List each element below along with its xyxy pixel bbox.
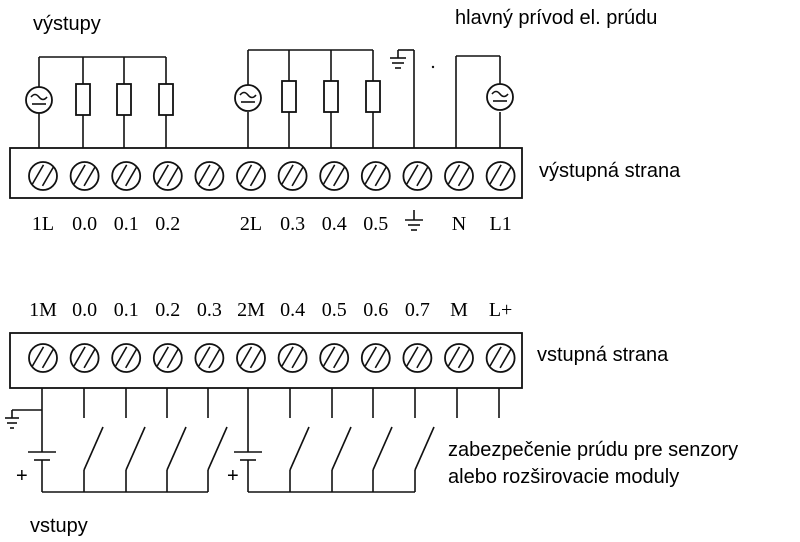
screw-terminal-icon (69, 343, 100, 373)
output-terminal-label: 0.2 (155, 213, 180, 235)
output-screw-row (28, 161, 516, 191)
load-resistor-icon (281, 80, 297, 113)
load-resistor-icon (75, 83, 91, 116)
screw-terminal-icon (277, 343, 308, 373)
screw-terminal-icon (444, 161, 474, 191)
output-terminal-label: 1L (32, 213, 54, 235)
screw-terminal-icon (319, 343, 350, 373)
input-terminal-label: 0.7 (405, 299, 430, 321)
ground-icon (390, 50, 406, 69)
screw-terminal-icon (194, 161, 225, 191)
battery-plus-sign: + (16, 465, 28, 487)
input-terminal-label: 2M (237, 299, 265, 321)
input-terminal-label: 0.2 (155, 299, 180, 321)
input-terminal-label: 0.5 (322, 299, 347, 321)
load-resistor-icon (158, 83, 174, 116)
load-resistor-icon (323, 80, 339, 113)
output-terminal-label: L1 (489, 213, 511, 235)
screw-terminal-icon (236, 343, 266, 373)
screw-terminal-icon (69, 161, 100, 191)
screw-terminal-icon (360, 161, 391, 191)
load-resistor-icon (116, 83, 132, 116)
input-terminal-label: 1M (29, 299, 57, 321)
screw-terminal-icon (194, 343, 225, 373)
input-side-label: vstupná strana (537, 344, 669, 366)
sensor-note-line2: alebo rozširovacie moduly (448, 466, 679, 488)
screw-terminal-icon (236, 161, 266, 191)
input-terminal-labels: 1M 0.0 0.1 0.2 0.3 2M 0.4 0.5 0.6 0.7 M L+ (29, 299, 512, 321)
output-terminal-label: 0.5 (363, 213, 388, 235)
screw-terminal-icon (485, 343, 516, 373)
screw-terminal-icon (402, 343, 433, 373)
output-terminal-label: 0.3 (280, 213, 305, 235)
input-terminal-label: 0.0 (72, 299, 97, 321)
input-screw-row (28, 343, 516, 373)
battery-plus-sign: + (227, 465, 239, 487)
ground-icon (405, 210, 423, 231)
ac-source-icon (234, 84, 262, 112)
screw-terminal-icon (319, 161, 350, 191)
output-side-label: výstupná strana (539, 160, 681, 182)
inputs-heading: vstupy (30, 515, 88, 537)
output-terminal-label: 2L (240, 213, 262, 235)
input-terminal-strip (9, 332, 523, 389)
output-terminal-label: 0.4 (322, 213, 347, 235)
main-power-heading: hlavný prívod el. prúdu (455, 7, 657, 29)
input-terminal-label: L+ (489, 299, 513, 321)
output-terminal-label: N (452, 213, 466, 235)
screw-terminal-icon (111, 161, 142, 191)
screw-terminal-icon (28, 343, 58, 373)
screw-terminal-icon (277, 161, 308, 191)
screw-terminal-icon (28, 161, 58, 191)
screw-terminal-icon (485, 161, 516, 191)
sensor-note-line1: zabezpečenie prúdu pre senzory (448, 439, 738, 461)
screw-terminal-icon (111, 343, 142, 373)
input-terminal-label: 0.1 (114, 299, 139, 321)
output-wiring (38, 49, 501, 148)
input-terminal-label: 0.4 (280, 299, 305, 321)
ac-source-icon (25, 86, 53, 114)
input-wiring (5, 388, 500, 493)
output-terminal-label: 0.1 (114, 213, 139, 235)
screw-terminal-icon (402, 161, 433, 191)
input-terminal-label: M (450, 299, 468, 321)
load-resistor-icon (365, 80, 381, 113)
outputs-heading: výstupy (33, 13, 101, 35)
screw-terminal-icon (444, 343, 474, 373)
input-terminal-label: 0.6 (363, 299, 388, 321)
screw-terminal-icon (360, 343, 391, 373)
screw-terminal-icon (152, 343, 183, 373)
output-terminal-label: 0.0 (72, 213, 97, 235)
screw-terminal-icon (152, 161, 183, 191)
ac-source-icon (486, 83, 514, 111)
input-terminal-label: 0.3 (197, 299, 222, 321)
